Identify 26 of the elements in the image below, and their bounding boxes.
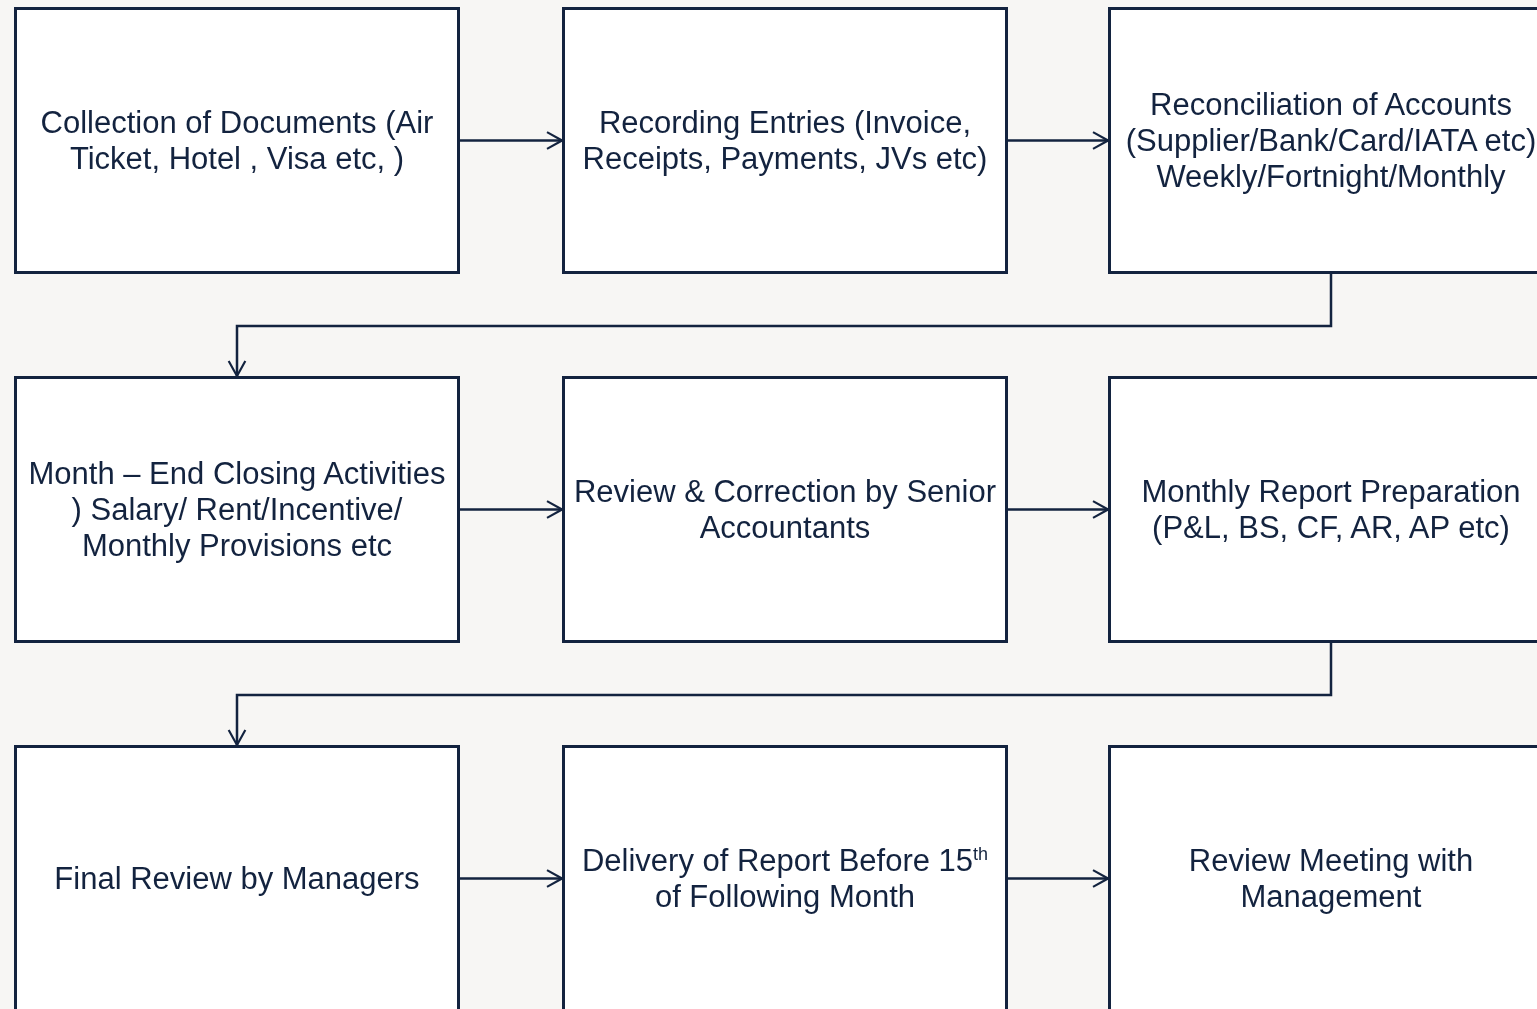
- step-label: Monthly Report Preparation (P&L, BS, CF, AR, AP etc): [1140, 473, 1522, 546]
- process-box: [1108, 745, 1537, 1009]
- process-box: [14, 745, 460, 1009]
- step-label: Collection of Documents (Air Ticket, Hotel , Visa etc, ): [39, 104, 435, 177]
- process-box: [1108, 7, 1537, 274]
- step-label: Review & Correction by Senior Accountants: [572, 473, 998, 546]
- step-label: Final Review by Managers: [54, 860, 420, 897]
- step-label: Review Meeting with Management: [1187, 842, 1475, 915]
- arrow: [1008, 869, 1110, 888]
- arrow: [227, 274, 1333, 378]
- process-box: [14, 7, 460, 274]
- arrow: [460, 869, 564, 888]
- step-label: Recording Entries (Invoice, Receipts, Payments, JVs etc): [581, 104, 989, 177]
- arrow: [1008, 500, 1110, 519]
- process-box: [562, 7, 1008, 274]
- step-label: Month – End Closing Activities ) Salary/ Rent/Incentive/ Monthly Provisions etc: [27, 455, 447, 564]
- process-box: [1108, 376, 1537, 643]
- process-box: [562, 745, 1008, 1009]
- step-label: Delivery of Report Before 15$^{th}$ of Following Month: [580, 842, 990, 915]
- arrow: [1008, 131, 1110, 150]
- arrow: [227, 643, 1333, 747]
- process-box: [14, 376, 460, 643]
- step-label: Reconciliation of Accounts (Supplier/Bank/Card/IATA etc) Weekly/Fortnight/Monthly: [1124, 86, 1537, 195]
- process-box: [562, 376, 1008, 643]
- arrow: [460, 131, 564, 150]
- arrow: [460, 500, 564, 519]
